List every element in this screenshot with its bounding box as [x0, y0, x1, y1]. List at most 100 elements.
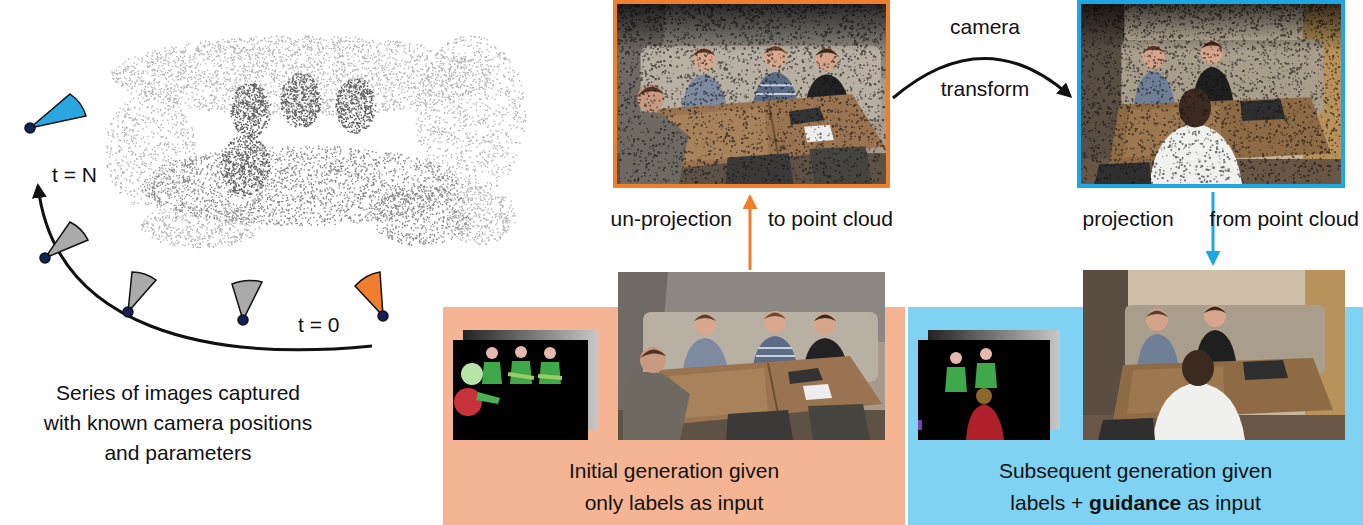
arrow-label: camera — [950, 12, 1020, 42]
arrow-label: transform — [941, 74, 1030, 104]
text-run: as — [1187, 491, 1209, 514]
text-run: + — [1071, 491, 1083, 514]
text-run: camera — [950, 15, 1020, 38]
generation-panel: Initial generation given only labels as … — [443, 307, 905, 525]
camera-frustum — [128, 272, 156, 312]
camera-center — [378, 311, 388, 321]
camera-center — [40, 253, 50, 263]
text-run: parameters — [145, 441, 251, 464]
label-blob — [966, 404, 1004, 440]
label-blob — [510, 361, 532, 384]
render-void — [1079, 2, 1343, 52]
text-run: cloud — [843, 207, 893, 230]
arrow-label: un-projection to point cloud — [611, 204, 893, 234]
label-map — [453, 340, 588, 440]
arrow-label: projection from point cloud — [1083, 204, 1360, 234]
text-run: input — [1215, 491, 1261, 514]
label-blob — [544, 347, 556, 359]
panel-images — [908, 267, 1363, 442]
text-run: un-projection — [611, 207, 732, 230]
camera-center — [238, 315, 248, 325]
text-run: = — [310, 313, 322, 336]
camera-frustum — [30, 94, 86, 128]
text-run: N — [82, 163, 97, 186]
text-run: Initial — [569, 459, 618, 482]
generated-image — [618, 272, 885, 440]
scene-image — [615, 2, 888, 186]
point-cloud-points — [106, 35, 526, 248]
label-blob — [515, 346, 527, 358]
camera-group — [25, 94, 388, 325]
text-run: labels — [1010, 491, 1065, 514]
text-run: = — [64, 163, 76, 186]
time-label: t = N — [52, 160, 97, 190]
text-run: labels — [629, 491, 684, 514]
text-run: from — [1210, 207, 1252, 230]
label-blob — [539, 362, 561, 384]
text-run: as — [690, 491, 712, 514]
text-run: to — [768, 207, 786, 230]
panel-caption: Initial generation given only labels as … — [443, 307, 905, 519]
camera-center — [123, 307, 133, 317]
text-run: camera — [153, 411, 223, 434]
label-blob — [454, 388, 482, 416]
text-run: given — [1222, 459, 1272, 482]
text-run: generation — [1117, 459, 1216, 482]
pointcloud-render — [615, 2, 888, 186]
unprojection-arrow — [749, 197, 752, 270]
scene-image — [1079, 2, 1343, 186]
point-cloud — [106, 35, 526, 248]
text-run: cloud — [1309, 207, 1359, 230]
label-blob — [538, 376, 562, 378]
caption-text: Series of images captured with known cam… — [44, 378, 313, 468]
label-blob — [918, 420, 922, 430]
image-border — [615, 2, 888, 186]
trajectory-arrow — [38, 186, 372, 350]
text-run: and — [104, 441, 139, 464]
point-cloud-points — [220, 73, 376, 196]
label-blob — [461, 363, 483, 385]
text-run: point — [1257, 207, 1303, 230]
text-run: captured — [218, 381, 300, 404]
panel-caption: Subsequent generation given labels + gui… — [908, 307, 1363, 519]
text-run: generation — [624, 459, 723, 482]
label-blob — [508, 374, 534, 378]
text-run: images — [145, 381, 213, 404]
text-run: only — [585, 491, 624, 514]
label-blob — [482, 362, 502, 384]
text-run: positions — [229, 411, 312, 434]
text-run: input — [718, 491, 764, 514]
time-label: t = 0 — [298, 310, 339, 340]
render-void — [615, 2, 888, 52]
label-blob — [975, 363, 997, 388]
camera-frustum — [45, 222, 88, 258]
label-map — [918, 340, 1050, 440]
label-blob — [476, 392, 500, 404]
text-run: with — [44, 411, 81, 434]
generated-image — [1083, 270, 1345, 440]
text-run: Subsequent — [999, 459, 1111, 482]
camera-center — [25, 123, 35, 133]
text-run: given — [729, 459, 779, 482]
text-run: Series — [56, 381, 116, 404]
label-blob — [945, 367, 967, 392]
text-run: point — [791, 207, 837, 230]
label-blob — [976, 388, 992, 404]
pointcloud-render — [1079, 2, 1343, 186]
label-blob — [980, 348, 992, 360]
text-run: known — [87, 411, 148, 434]
text-run: projection — [1083, 207, 1174, 230]
text-run: transform — [941, 77, 1030, 100]
generation-panel: Subsequent generation given labels + gui… — [908, 307, 1363, 525]
image-border — [1079, 2, 1343, 186]
label-blob — [486, 347, 498, 359]
text-run: guidance — [1089, 491, 1181, 514]
label-blob — [950, 352, 962, 364]
panel-images — [443, 267, 905, 442]
camera-frustum — [232, 280, 262, 320]
point-cloud-points — [142, 146, 471, 246]
camera-frustum — [355, 272, 383, 316]
text-run: t — [52, 163, 58, 186]
text-run: 0 — [328, 313, 340, 336]
